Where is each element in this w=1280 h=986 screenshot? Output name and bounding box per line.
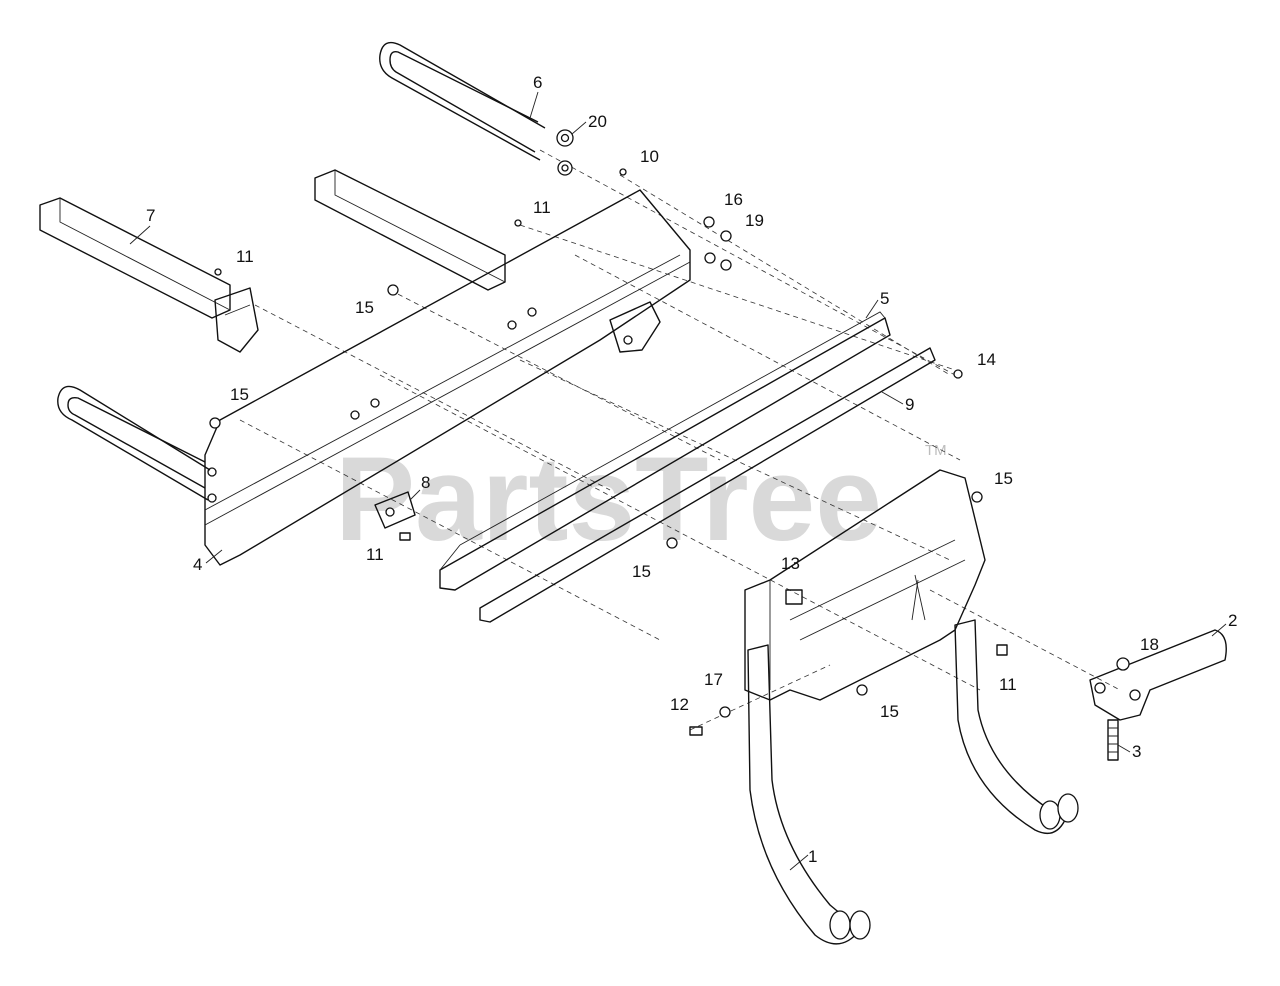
part-7-left-arm — [39, 197, 259, 353]
callout-7: 7 — [146, 206, 155, 225]
callout-9: 9 — [905, 395, 914, 414]
callout-11-a: 11 — [533, 198, 551, 217]
callout-8: 8 — [421, 473, 430, 492]
callout-11-b: 11 — [236, 247, 254, 266]
part-8-bracket — [374, 491, 416, 529]
callout-15-d: 15 — [632, 562, 651, 581]
callout-11-d: 11 — [999, 675, 1017, 694]
callout-12: 12 — [670, 695, 689, 714]
callout-4: 4 — [193, 555, 202, 574]
callout-6: 6 — [533, 73, 542, 92]
center-arm — [314, 169, 506, 291]
callout-5: 5 — [880, 289, 889, 308]
watermark-tm: TM — [925, 442, 947, 459]
callout-15-b: 15 — [230, 385, 249, 404]
callout-13: 13 — [781, 554, 800, 573]
callout-10: 10 — [640, 147, 659, 166]
hardware — [209, 168, 1130, 736]
callout-16: 16 — [724, 190, 743, 209]
part-20-washer — [556, 129, 574, 176]
part-9-flat-bar — [479, 347, 936, 623]
callout-1: 1 — [808, 847, 817, 866]
part-1-hitch-frame — [744, 469, 1079, 945]
callout-18: 18 — [1140, 635, 1159, 654]
part-4-main-frame — [204, 189, 691, 566]
callout-11-c: 11 — [366, 545, 384, 564]
part-3-threaded-rod — [1107, 719, 1119, 761]
part-6-upper-handle — [379, 41, 546, 161]
callout-20: 20 — [588, 112, 607, 131]
callout-17: 17 — [704, 670, 723, 689]
callout-labels: 1 2 3 4 5 6 7 8 9 10 11 11 11 11 12 13 1… — [146, 73, 1237, 866]
callout-15-c: 15 — [994, 469, 1013, 488]
watermark-text: PartsTree — [335, 432, 882, 566]
callout-15-e: 15 — [880, 702, 899, 721]
part-4-lower-handle — [57, 385, 211, 501]
callout-3: 3 — [1132, 742, 1141, 761]
watermark: PartsTree TM — [335, 432, 947, 566]
part-2-link-bar — [1089, 629, 1227, 721]
callout-15-a: 15 — [355, 298, 374, 317]
callout-19: 19 — [745, 211, 764, 230]
part-5-angle-bar — [439, 311, 891, 591]
callout-leaders — [129, 91, 1227, 871]
callout-2: 2 — [1228, 611, 1237, 630]
callout-14: 14 — [977, 350, 996, 369]
